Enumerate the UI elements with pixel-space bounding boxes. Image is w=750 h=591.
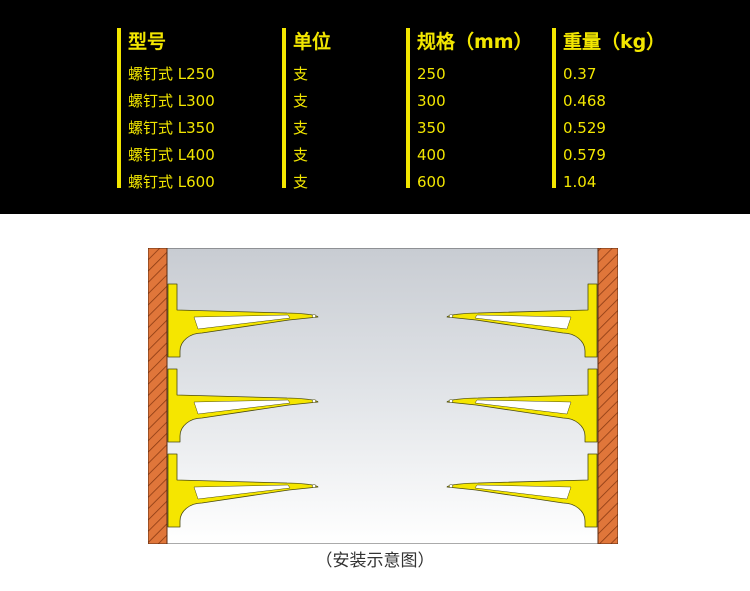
cell-weight: 0.37: [563, 65, 597, 83]
column-divider: [406, 28, 410, 188]
cell-size: 300: [417, 92, 446, 110]
cell-unit: 支: [293, 65, 309, 83]
cell-size: 400: [417, 146, 446, 164]
cell-unit: 支: [293, 146, 309, 164]
cell-unit: 支: [293, 119, 309, 137]
left-wall: [148, 248, 168, 544]
cell-model: 螺钉式 L350: [128, 119, 215, 137]
header-unit: 单位: [293, 31, 332, 53]
installation-diagram: [148, 248, 618, 544]
cell-weight: 1.04: [563, 173, 597, 191]
spec-table: 型号 螺钉式 L250 螺钉式 L300 螺钉式 L350 螺钉式 L400 螺…: [0, 0, 750, 214]
cell-model: 螺钉式 L400: [128, 146, 215, 164]
header-weight: 重量（kg）: [563, 31, 666, 53]
cell-model: 螺钉式 L600: [128, 173, 215, 191]
column-divider: [552, 28, 556, 188]
cell-size: 350: [417, 119, 446, 137]
cell-unit: 支: [293, 92, 309, 110]
diagram-caption: （安装示意图）: [315, 551, 435, 571]
column-divider: [282, 28, 286, 188]
cell-model: 螺钉式 L300: [128, 92, 215, 110]
column-divider: [117, 28, 121, 188]
cell-size: 600: [417, 173, 446, 191]
cell-size: 250: [417, 65, 446, 83]
header-model: 型号: [128, 31, 167, 53]
cell-weight: 0.579: [563, 146, 606, 164]
cell-weight: 0.468: [563, 92, 606, 110]
cell-model: 螺钉式 L250: [128, 65, 215, 83]
header-size: 规格（mm）: [417, 31, 533, 53]
right-wall: [597, 248, 618, 544]
cell-weight: 0.529: [563, 119, 606, 137]
cell-unit: 支: [293, 173, 309, 191]
